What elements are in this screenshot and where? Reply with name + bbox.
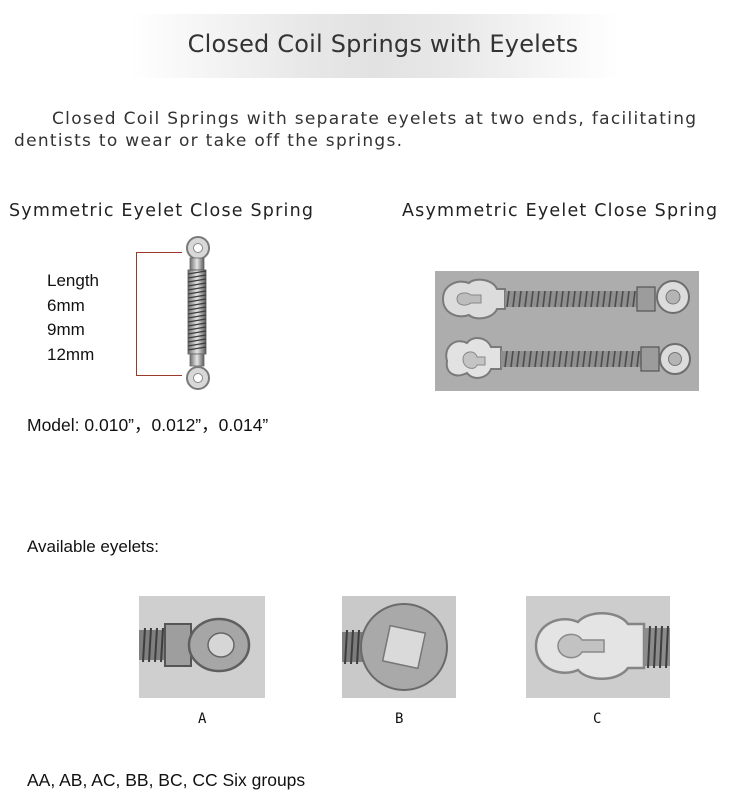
- eyelet-a-image: [139, 596, 265, 698]
- eyelet-b-label: B: [395, 711, 404, 727]
- symmetric-heading: Symmetric Eyelet Close Spring: [9, 201, 315, 221]
- length-bracket: [136, 252, 182, 376]
- eyelet-c-image: [526, 596, 670, 698]
- length-12mm: 12mm: [47, 344, 95, 364]
- eyelet-b-image: [342, 596, 456, 698]
- length-label: Length: [47, 271, 99, 290]
- model-sizes: Model: 0.010”，0.012”，0.014”: [27, 415, 269, 435]
- eyelet-c-label: C: [593, 711, 602, 727]
- available-eyelets-heading: Available eyelets:: [27, 537, 159, 556]
- eyelet-a-label: A: [198, 711, 207, 727]
- length-list: Length 6mm 9mm 12mm: [47, 269, 99, 367]
- symmetric-spring-image: [186, 236, 210, 390]
- length-9mm: 9mm: [47, 320, 85, 339]
- length-6mm: 6mm: [47, 295, 85, 315]
- intro-text: Closed Coil Springs with separate eyelet…: [14, 109, 698, 151]
- page-title: Closed Coil Springs with Eyelets: [187, 30, 579, 58]
- asymmetric-spring-image: [435, 271, 699, 391]
- asymmetric-heading: Asymmetric Eyelet Close Spring: [402, 201, 719, 221]
- title-band: [130, 14, 620, 78]
- eyelet-groups: AA, AB, AC, BB, BC, CC Six groups: [27, 770, 306, 790]
